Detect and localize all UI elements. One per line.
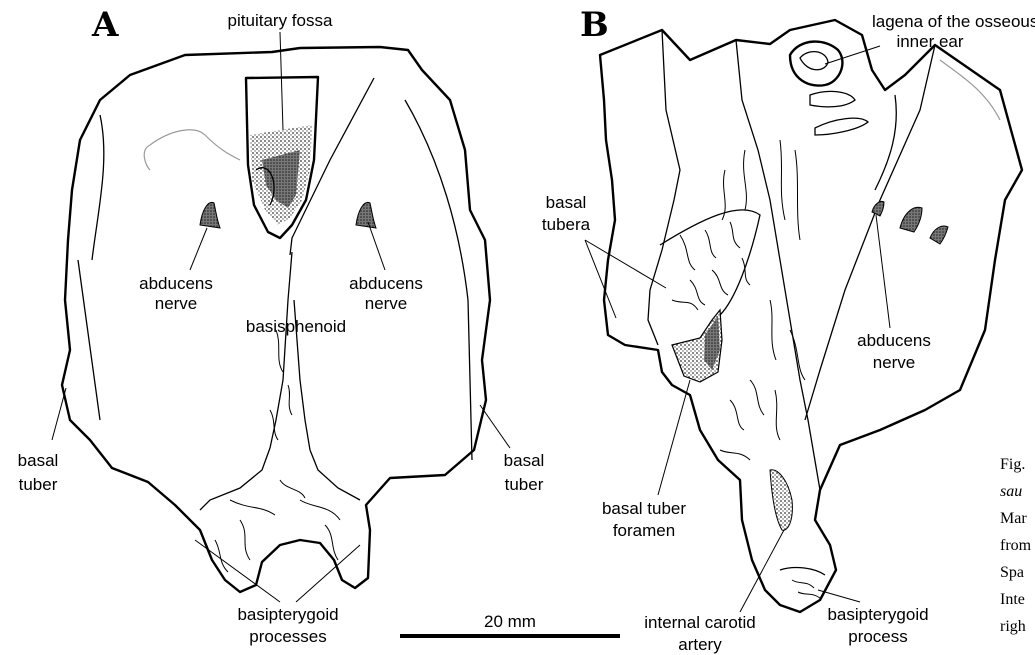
basal-tuber-foramen-label-2: foramen [613,521,675,540]
abducens-nerve-right-label-2: nerve [365,294,408,313]
caption-line-2: sau [1000,483,1022,500]
basal-tuber-left-label-1: basal [18,451,59,470]
caption-line-3: Mar [1000,510,1027,527]
abducens-nerve-b-label-1: abducens [857,331,931,350]
basal-tubera-label-2: tubera [542,215,591,234]
internal-carotid-label-2: artery [678,635,722,654]
basipterygoid-processes-label-2: processes [249,627,326,646]
basipterygoid-processes-label-1: basipterygoid [237,605,338,624]
basisphenoid-label: basisphenoid [246,317,346,336]
abducens-nerve-right-label-1: abducens [349,274,423,293]
basipterygoid-process-label-2: process [848,627,908,646]
basal-tuber-foramen-label-1: basal tuber [602,499,686,518]
basal-tubera-label-1: basal [546,193,587,212]
abducens-nerve-b-label-2: nerve [873,353,916,372]
scale-bar-label: 20 mm [484,612,536,631]
caption-line-1: Fig. [1000,456,1025,473]
scale-bar: 20 mm [400,612,620,638]
abducens-nerve-left-label-1: abducens [139,274,213,293]
caption-line-4: from [1000,537,1032,554]
internal-carotid-label-1: internal carotid [644,613,756,632]
panel-a-letter: A [91,5,119,45]
scale-bar-line [400,634,620,638]
figure-caption: Fig. sau Mar from Spa Inte righ [1000,456,1032,635]
basal-tuber-right-label-1: basal [504,451,545,470]
lagena-label-2: inner ear [896,32,963,51]
basal-tuber-left-label-2: tuber [19,475,58,494]
panel-b: B lagena of the osseous [542,5,1035,654]
caption-line-7: righ [1000,618,1026,635]
basipterygoid-process-label-1: basipterygoid [827,605,928,624]
caption-line-6: Inte [1000,591,1025,608]
basal-tuber-right-label-2: tuber [505,475,544,494]
lagena-label-1: lagena of the osseous [872,12,1035,31]
panel-a: A pituitary fossa abducens nerve [18,5,545,646]
pituitary-fossa-label: pituitary fossa [228,11,333,30]
panel-b-letter: B [580,5,609,45]
caption-line-5: Spa [1000,564,1024,581]
abducens-nerve-left-label-2: nerve [155,294,198,313]
